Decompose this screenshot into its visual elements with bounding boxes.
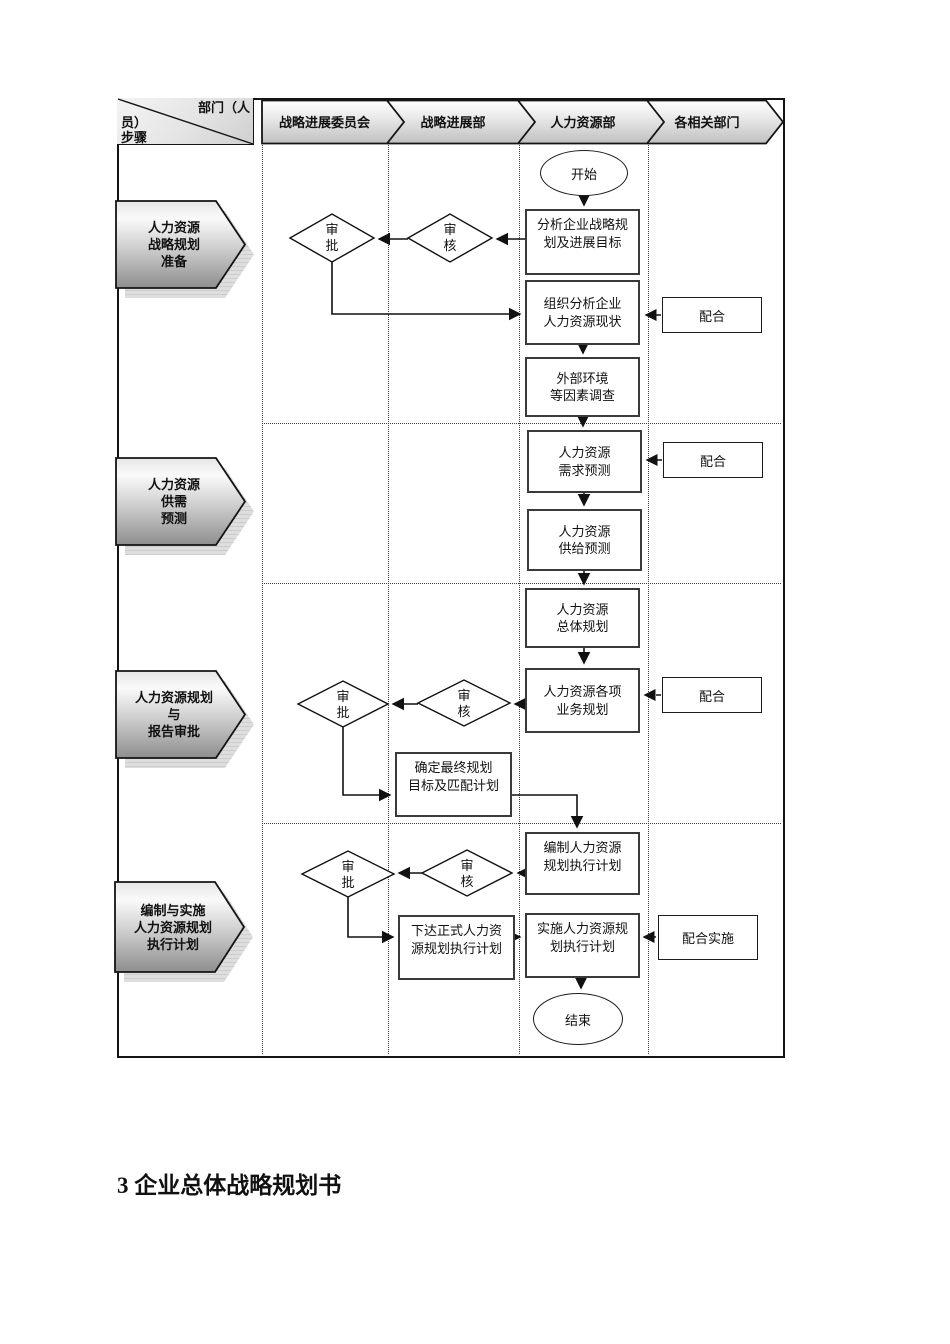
column-divider bbox=[519, 145, 520, 1054]
decision-review-1: 审核 bbox=[443, 222, 457, 253]
row-divider bbox=[262, 583, 781, 584]
coop-box-implement: 配合实施 bbox=[658, 915, 758, 960]
step-external-survey: 外部环境 等因素调查 bbox=[525, 357, 640, 417]
decision-approve-2: 审批 bbox=[336, 689, 350, 720]
phase-label-preparation: 人力资源 战略规划 准备 bbox=[147, 220, 200, 269]
phase-label-forecast: 人力资源 供需 预测 bbox=[147, 477, 200, 526]
phase-label-approval: 人力资源规划 与 报告审批 bbox=[134, 690, 213, 739]
column-divider bbox=[262, 145, 263, 1054]
coop-box-2: 配合 bbox=[663, 442, 763, 478]
corner-label-dept: 部门（人 bbox=[197, 100, 250, 115]
step-business-plans: 人力资源各项 业务规划 bbox=[525, 668, 640, 733]
lane-header-hr-dept: 人力资源部 bbox=[550, 115, 616, 130]
row-divider bbox=[262, 823, 781, 824]
decision-approve-3: 审批 bbox=[341, 859, 355, 890]
coop-box-3: 配合 bbox=[662, 677, 762, 713]
coop-box-1: 配合 bbox=[662, 297, 762, 333]
lane-header-strategy-dept: 战略进展部 bbox=[420, 115, 486, 130]
step-issue-exec-plan: 下达正式人力资 源规划执行计划 bbox=[398, 915, 515, 980]
lane-header-related-depts: 各相关部门 bbox=[674, 115, 740, 130]
decision-review-2: 审核 bbox=[457, 688, 471, 719]
end-terminal: 结束 bbox=[533, 993, 623, 1045]
section-heading: 3 企业总体战略规划书 bbox=[117, 1173, 342, 1198]
step-overall-plan: 人力资源 总体规划 bbox=[525, 588, 640, 648]
decision-review-3: 审核 bbox=[460, 858, 474, 889]
corner-label-dept2: 员） bbox=[121, 115, 148, 130]
step-supply-forecast: 人力资源 供给预测 bbox=[527, 509, 642, 571]
step-final-plan: 确定最终规划 目标及匹配计划 bbox=[395, 752, 512, 817]
phase-label-implementation: 编制与实施 人力资源规划 执行计划 bbox=[133, 902, 212, 952]
step-demand-forecast: 人力资源 需求预测 bbox=[527, 430, 642, 493]
step-compile-exec-plan: 编制人力资源 规划执行计划 bbox=[525, 832, 640, 895]
corner-label-steps: 步骤 bbox=[121, 130, 148, 145]
step-implement-exec-plan: 实施人力资源规 划执行计划 bbox=[525, 913, 640, 978]
swimlane-frame bbox=[117, 98, 785, 1058]
lane-header-strategy-committee: 战略进展委员会 bbox=[278, 115, 370, 130]
step-analyze-strategy: 分析企业战略规 划及进展目标 bbox=[525, 209, 640, 275]
column-divider bbox=[388, 145, 389, 1054]
start-terminal: 开始 bbox=[540, 150, 628, 196]
column-divider bbox=[648, 145, 649, 1054]
row-divider bbox=[262, 423, 781, 424]
step-org-analysis: 组织分析企业 人力资源现状 bbox=[525, 280, 640, 345]
decision-approve-1: 审批 bbox=[325, 222, 339, 253]
